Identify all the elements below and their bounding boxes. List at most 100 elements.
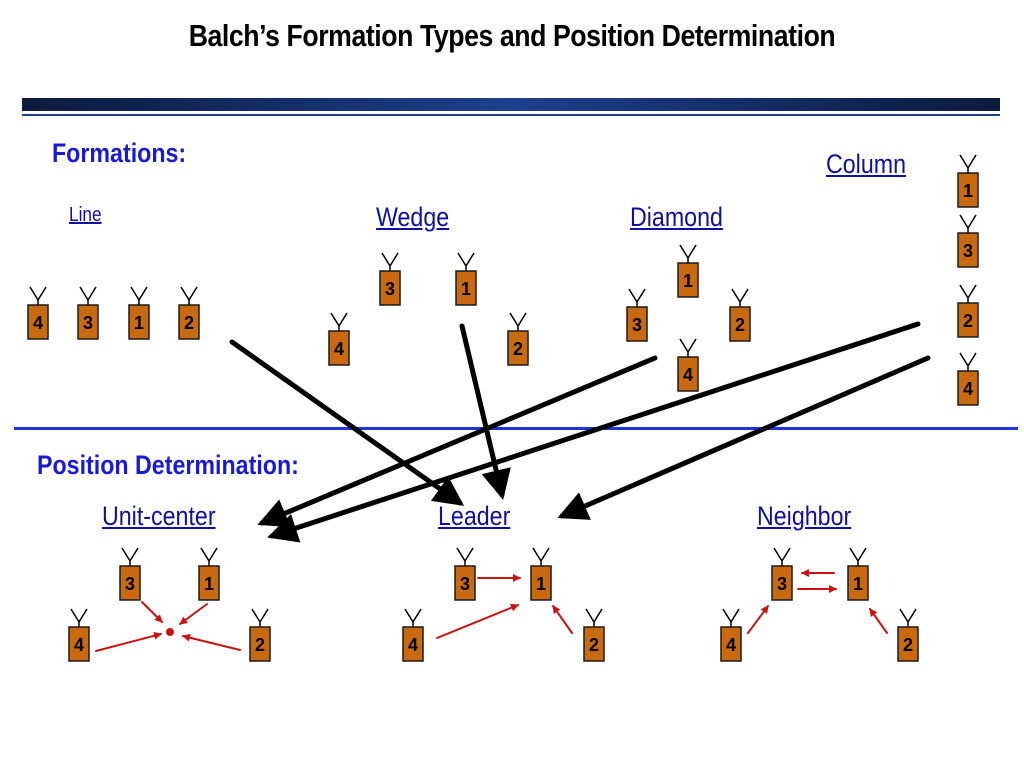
robot-box	[178, 304, 200, 340]
antenna-icon	[404, 608, 422, 627]
formations-heading: Formations:	[52, 138, 187, 168]
antenna-icon	[959, 154, 977, 173]
robot-column-1: 1	[957, 154, 979, 208]
robot-number: 1	[536, 574, 546, 594]
antenna-icon	[330, 312, 348, 331]
robot-leader-4: 4	[402, 608, 424, 662]
robot-box	[583, 626, 605, 662]
line-formation-label[interactable]: Line	[69, 204, 102, 226]
antenna-icon	[849, 547, 867, 566]
robot-box	[455, 270, 477, 306]
antenna-icon	[121, 547, 139, 566]
robot-line-3: 3	[77, 286, 99, 340]
robot-number: 4	[408, 635, 418, 655]
robot-box	[27, 304, 49, 340]
robot-box	[729, 306, 751, 342]
robot-number: 3	[632, 315, 642, 335]
robot-number: 1	[853, 574, 863, 594]
robot-number: 2	[735, 315, 745, 335]
robot-unit_center-4: 4	[68, 608, 90, 662]
column-formation-label[interactable]: Column	[826, 149, 907, 179]
antenna-icon	[899, 608, 917, 627]
diamond-to-unit-center-arrow	[257, 355, 658, 528]
robot-wedge-3: 3	[379, 252, 401, 306]
antenna-icon	[773, 547, 791, 566]
robot-box	[128, 304, 150, 340]
robot-box	[957, 232, 979, 268]
robot-column-2: 2	[957, 284, 979, 338]
robot-wedge-4: 4	[328, 312, 350, 366]
robot-neighbor-3: 3	[771, 547, 793, 601]
robot-number: 4	[74, 635, 84, 655]
antenna-icon	[29, 286, 47, 305]
robot-line-4: 4	[27, 286, 49, 340]
title-bar	[22, 98, 1000, 111]
slide-title: Balch’s Formation Types and Position Det…	[188, 18, 836, 53]
neighbor-arrow-2	[869, 608, 888, 634]
robot-box	[249, 626, 271, 662]
robot-number: 2	[903, 635, 913, 655]
robot-number: 3	[125, 574, 135, 594]
robot-box	[957, 172, 979, 208]
antenna-icon	[79, 286, 97, 305]
robot-column-4: 4	[957, 352, 979, 406]
antenna-icon	[628, 288, 646, 307]
robot-number: 1	[963, 181, 973, 201]
robot-box	[677, 262, 699, 298]
wedge-to-leader-arrow	[459, 323, 511, 500]
robot-diamond-1: 1	[677, 244, 699, 298]
antenna-icon	[959, 352, 977, 371]
unit-center-arrow-1	[179, 603, 208, 625]
robot-number: 2	[513, 339, 523, 359]
antenna-icon	[381, 252, 399, 271]
robot-number: 1	[683, 271, 693, 291]
antenna-icon	[456, 547, 474, 566]
antenna-icon	[731, 288, 749, 307]
column-to-unit-center-arrow	[267, 321, 921, 543]
robot-number: 3	[385, 279, 395, 299]
unit-center-label[interactable]: Unit-center	[102, 501, 216, 531]
reference-arrows	[95, 569, 888, 652]
robot-box	[198, 565, 220, 601]
robot-number: 2	[184, 313, 194, 333]
antenna-icon	[130, 286, 148, 305]
robot-box	[771, 565, 793, 601]
unit-center-dot-icon	[166, 628, 174, 636]
robot-box	[847, 565, 869, 601]
formation-to-method-arrows	[229, 321, 931, 543]
robot-number: 2	[963, 311, 973, 331]
wedge-formation-label[interactable]: Wedge	[376, 202, 450, 232]
robot-box	[454, 565, 476, 601]
robot-number: 3	[963, 241, 973, 261]
robot-line-1: 1	[128, 286, 150, 340]
robot-unit_center-2: 2	[249, 608, 271, 662]
antenna-icon	[959, 284, 977, 303]
robot-box	[328, 330, 350, 366]
antenna-icon	[200, 547, 218, 566]
robot-number: 4	[726, 635, 736, 655]
robot-number: 1	[461, 279, 471, 299]
robot-number: 4	[334, 339, 344, 359]
robot-number: 3	[460, 574, 470, 594]
neighbor-label[interactable]: Neighbor	[757, 501, 852, 531]
section-divider	[14, 427, 1018, 430]
antenna-icon	[959, 214, 977, 233]
robot-neighbor-4: 4	[720, 608, 742, 662]
robot-diamond-4: 4	[677, 338, 699, 392]
robot-box	[530, 565, 552, 601]
leader-arrow-4	[436, 603, 519, 639]
robot-number: 1	[204, 574, 214, 594]
robot-box	[677, 356, 699, 392]
leader-label[interactable]: Leader	[438, 501, 511, 531]
neighbor-arrow-4	[747, 605, 769, 634]
robot-box	[957, 370, 979, 406]
robot-number: 4	[963, 379, 973, 399]
robot-wedge-2: 2	[507, 312, 529, 366]
robot-wedge-1: 1	[455, 252, 477, 306]
robot-leader-1: 1	[530, 547, 552, 601]
unit-center-arrow-4	[95, 631, 162, 652]
diamond-formation-label[interactable]: Diamond	[630, 202, 723, 232]
robot-box	[897, 626, 919, 662]
